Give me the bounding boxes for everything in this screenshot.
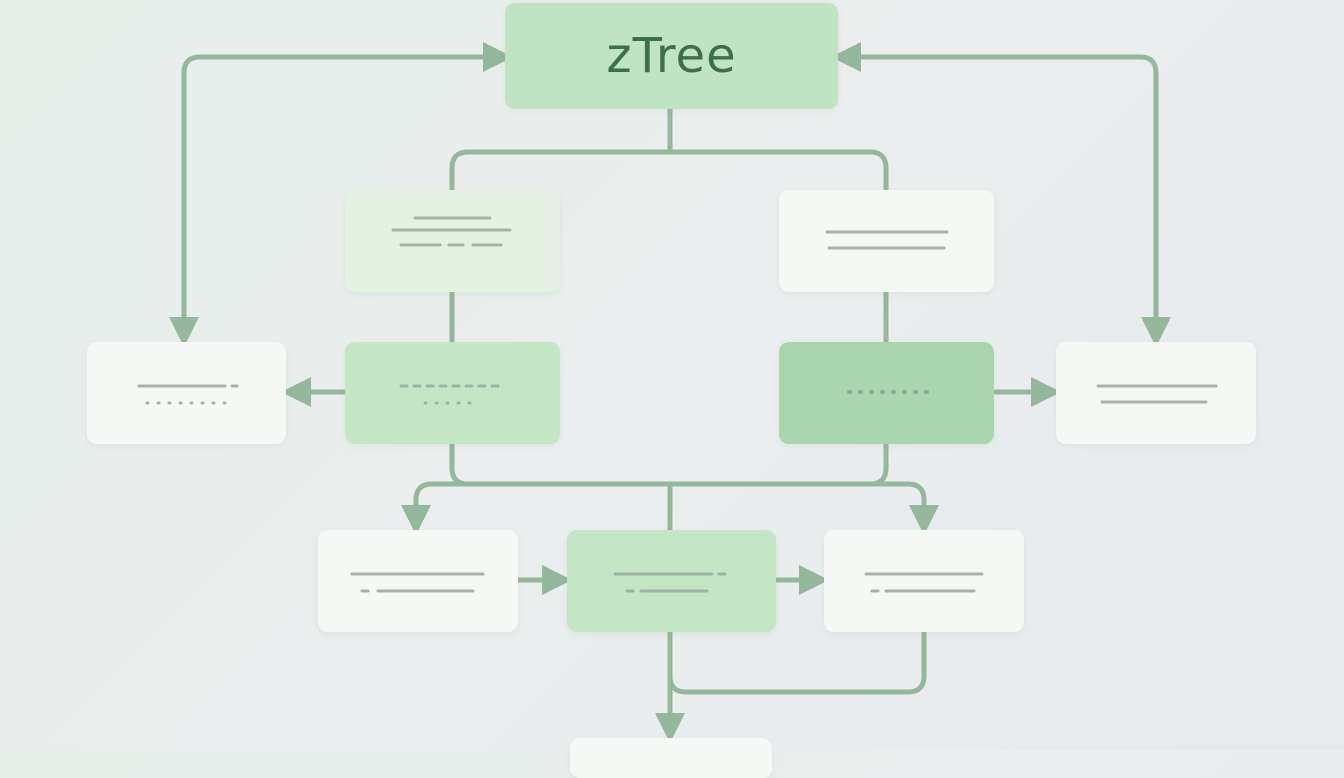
far-right-node[interactable] — [1056, 342, 1256, 444]
branch-right-connector — [667, 481, 939, 535]
connector-layer — [169, 42, 1171, 743]
level1-left-node[interactable] — [345, 190, 560, 292]
placeholder-lines — [391, 216, 512, 247]
root-node[interactable]: zTree — [505, 3, 838, 109]
placeholder-lines — [399, 384, 505, 405]
placeholder-lines — [825, 230, 949, 250]
root-split-connector — [449, 149, 889, 193]
level3-center-node[interactable] — [567, 530, 776, 632]
level2-left-node[interactable] — [345, 342, 560, 444]
placeholder-lines — [847, 390, 931, 394]
branch-left-connector — [401, 481, 673, 535]
level2-right-node[interactable] — [779, 342, 994, 444]
merge-connector — [449, 441, 889, 487]
placeholder-lines — [864, 572, 984, 593]
placeholder-lines — [613, 572, 727, 593]
placeholder-lines — [1096, 384, 1218, 404]
bottom-node[interactable] — [570, 738, 772, 778]
outer-right-loop-connector — [843, 54, 1171, 347]
outer-left-loop-connector — [169, 54, 501, 347]
level3-right-node[interactable] — [824, 530, 1024, 632]
placeholder-lines — [137, 384, 239, 405]
placeholder-lines — [350, 572, 485, 593]
bottom-loop-connector — [667, 629, 927, 695]
flow-diagram: zTree — [87, 3, 1256, 743]
root-node-title: zTree — [606, 28, 737, 84]
level1-right-node[interactable] — [779, 190, 994, 292]
far-left-node[interactable] — [87, 342, 286, 444]
level3-left-node[interactable] — [318, 530, 518, 632]
